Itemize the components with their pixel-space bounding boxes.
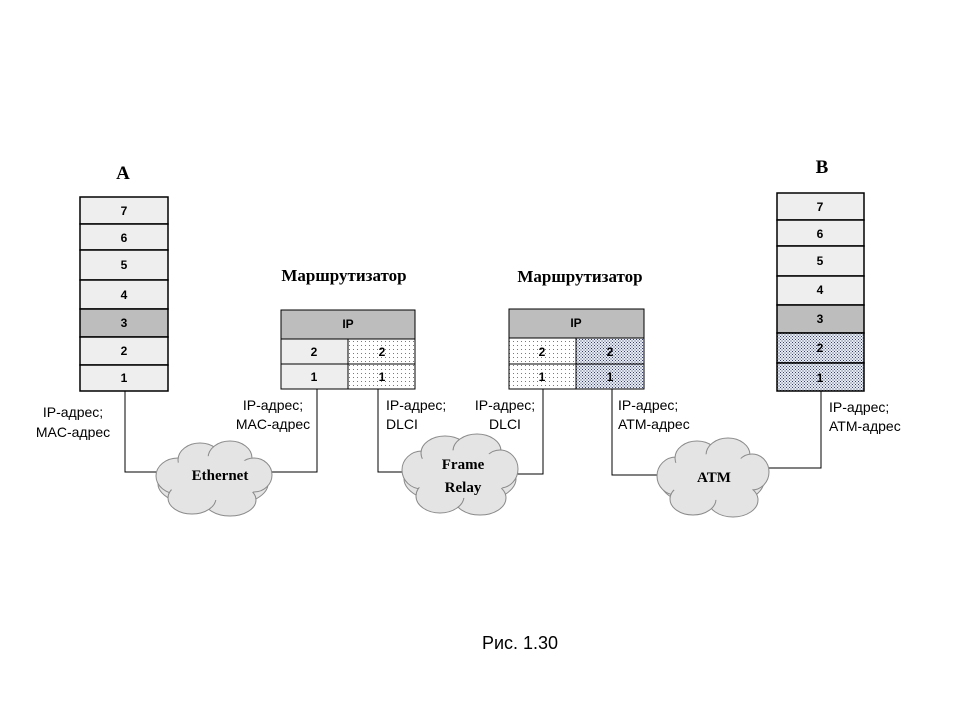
router1-left-1-label: 1 <box>311 370 318 384</box>
host-b-layer-2-label: 2 <box>817 341 824 355</box>
router2-stack: IP 2 1 2 1 <box>508 308 645 390</box>
connection-lines <box>124 389 822 476</box>
host-a-layer-3-label: 3 <box>121 316 128 330</box>
router2-left-layer-2 <box>508 337 577 365</box>
router2-right-layer-2 <box>575 337 645 365</box>
addr-b-line1: IP-адрес; <box>829 399 889 415</box>
addr-r1-left-line1: IP-адрес; <box>243 397 303 413</box>
host-b-layer-3 <box>776 304 865 334</box>
figure-caption: Рис. 1.30 <box>482 633 558 653</box>
router1-ip-layer <box>280 309 416 340</box>
host-a-stack: 7 6 5 4 3 2 1 <box>79 196 169 392</box>
host-a-label: A <box>116 163 130 184</box>
router2-left-2-label: 2 <box>539 345 546 359</box>
router1-right-1-label: 1 <box>379 370 386 384</box>
router1-ip-label: IP <box>342 317 353 331</box>
host-a-layer-7-label: 7 <box>121 204 128 218</box>
atm-cloud-fill <box>666 454 760 500</box>
link-ethernet-router1 <box>258 389 318 473</box>
router2-left-1-label: 1 <box>539 370 546 384</box>
host-a-layer-2-label: 2 <box>121 344 128 358</box>
router1-right-2-label: 2 <box>379 345 386 359</box>
host-a-layer-4-label: 4 <box>121 288 128 302</box>
host-b-layer-5-label: 5 <box>817 254 824 268</box>
addr-r2-left-line2: DLCI <box>489 416 521 432</box>
addr-r2-right-line1: IP-адрес; <box>618 397 678 413</box>
addr-r2-right-line2: ATM-адрес <box>618 416 690 432</box>
router1-right-layer-2 <box>347 338 416 365</box>
host-b-layer-2 <box>776 332 865 364</box>
ethernet-cloud-label: Ethernet <box>192 468 249 484</box>
host-b-layer-5 <box>776 245 865 277</box>
addr-r2-left-line1: IP-адрес; <box>475 397 535 413</box>
atm-cloud-label: ATM <box>697 470 731 486</box>
addr-r1-left-line2: MAC-адрес <box>236 416 310 432</box>
ethernet-cloud-fill <box>164 456 264 500</box>
link-a-ethernet <box>124 391 172 473</box>
host-b-layer-6 <box>776 219 865 247</box>
host-a-layer-5-label: 5 <box>121 258 128 272</box>
frame-relay-cloud-fill <box>411 450 511 498</box>
host-a-layer-4 <box>79 279 169 310</box>
host-a-layer-7 <box>79 196 169 225</box>
router2-right-layer-1 <box>575 363 645 390</box>
host-a-layer-1 <box>79 364 169 392</box>
router1-right-layer-1 <box>347 363 416 390</box>
link-framerelay-router2 <box>507 389 544 475</box>
router2-title: Маршрутизатор <box>517 267 642 286</box>
addr-r1-right-line1: IP-адрес; <box>386 397 446 413</box>
host-b-label: B <box>816 157 829 178</box>
host-b-stack: 7 6 5 4 3 2 1 <box>776 192 865 392</box>
addr-r1-right-line2: DLCI <box>386 416 418 432</box>
frame-relay-cloud-label-2: Relay <box>445 480 482 496</box>
host-a-layer-1-label: 1 <box>121 371 128 385</box>
host-b-layer-1 <box>776 362 865 392</box>
host-b-layer-4-label: 4 <box>817 283 824 297</box>
host-a-layer-2 <box>79 336 169 366</box>
frame-relay-cloud-label-1: Frame <box>442 457 485 473</box>
link-router2-atm <box>611 389 665 476</box>
host-b-layer-7 <box>776 192 865 221</box>
addr-b-line2: ATM-адрес <box>829 418 901 434</box>
router1-title: Маршрутизатор <box>281 266 406 285</box>
host-b-layer-6-label: 6 <box>817 227 824 241</box>
host-b-layer-4 <box>776 275 865 306</box>
addr-a-line2: MAC-адрес <box>36 424 110 440</box>
host-b-layer-7-label: 7 <box>817 200 824 214</box>
router2-right-1-label: 1 <box>607 370 614 384</box>
addr-a-line1: IP-адрес; <box>43 404 103 420</box>
link-atm-b <box>760 391 822 469</box>
host-a-layer-6-label: 6 <box>121 231 128 245</box>
router1-left-2-label: 2 <box>311 345 318 359</box>
host-b-layer-1-label: 1 <box>817 371 824 385</box>
router1-left-layer-1 <box>280 363 349 390</box>
host-b-layer-3-label: 3 <box>817 312 824 326</box>
router2-ip-label: IP <box>570 316 581 330</box>
router2-right-2-label: 2 <box>607 345 614 359</box>
router1-stack: IP 2 1 2 1 <box>280 309 416 390</box>
